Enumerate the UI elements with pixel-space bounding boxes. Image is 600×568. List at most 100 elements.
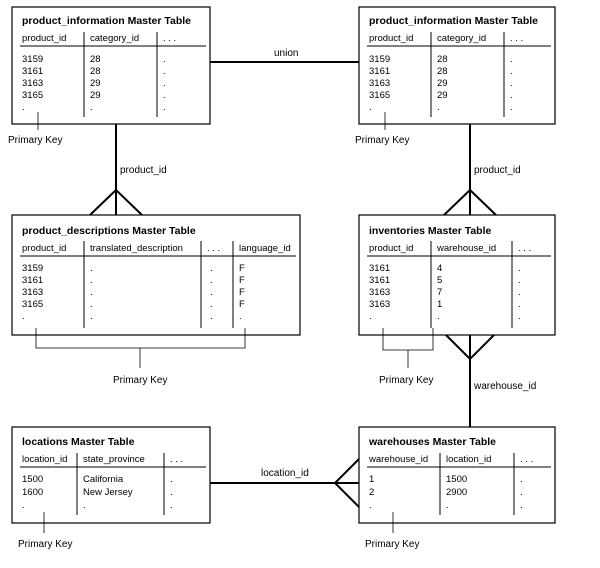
table-cell: . [518,275,521,286]
table-cell: 3163 [369,78,390,89]
relation-warehouse-id: warehouse_id [445,334,536,427]
table-cell: 3159 [22,54,43,65]
table-title: inventories Master Table [369,225,492,237]
primary-key-callout-wh: Primary Key [365,512,419,550]
column-header: product_id [22,243,66,254]
primary-key-label: Primary Key [18,539,72,550]
table-cell: 3161 [369,263,390,274]
table-cell: . [170,474,173,485]
table-cell: . [170,500,173,511]
table-cell: . [170,487,173,498]
column-header: . . . [510,33,523,44]
column-header: category_id [437,33,486,44]
primary-key-label: Primary Key [8,135,62,146]
column-header: category_id [90,33,139,44]
table-cell: . [510,78,513,89]
table-title: product_descriptions Master Table [22,225,196,237]
table-cell: 2 [369,487,374,498]
column-header: product_id [22,33,66,44]
table-title: product_information Master Table [369,15,538,27]
table-cell: . [518,287,521,298]
table-cell: . [163,90,166,101]
table-cell: . [369,311,372,322]
table-product-descriptions: product_descriptions Master Table produc… [11,214,301,336]
table-cell: . [437,311,440,322]
primary-key-label: Primary Key [365,539,419,550]
table-cell: 28 [437,54,448,65]
relation-label: union [274,48,298,59]
table-cell: . [210,275,213,286]
table-cell: . [90,275,93,286]
table-cell: . [163,102,166,113]
table-cell: 1500 [22,474,43,485]
table-cell: . [163,54,166,65]
table-cell: 3161 [22,66,43,77]
table-cell: . [22,102,25,113]
column-header: product_id [369,33,413,44]
table-product-information-left: product_information Master Table product… [11,6,211,125]
table-cell: 4 [437,263,442,274]
relation-label: product_id [474,165,521,176]
table-cell: . [90,299,93,310]
table-cell: . [510,54,513,65]
relation-product-id-inventories: product_id [443,124,521,216]
table-cell: . [239,311,242,322]
table-cell: 3165 [22,90,43,101]
table-cell: 3159 [22,263,43,274]
table-cell: 28 [90,54,101,65]
primary-key-label: Primary Key [379,375,433,386]
column-header: product_id [369,243,413,254]
table-cell: 29 [90,78,101,89]
table-cell: 29 [437,78,448,89]
table-cell: 3163 [22,78,43,89]
relation-label: location_id [261,468,309,479]
table-cell: . [510,66,513,77]
primary-key-callout-loc: Primary Key [18,512,72,550]
table-cell: . [510,90,513,101]
table-cell: F [239,287,245,298]
table-cell: 3161 [369,66,390,77]
table-cell: . [210,263,213,274]
table-cell: . [369,102,372,113]
table-cell: . [518,311,521,322]
table-cell: 3161 [22,275,43,286]
table-cell: 28 [437,66,448,77]
table-cell: 3161 [369,275,390,286]
table-cell: . [163,66,166,77]
table-cell: 1600 [22,487,43,498]
table-cell: . [163,78,166,89]
relation-label: warehouse_id [473,381,536,392]
table-cell: 28 [90,66,101,77]
table-cell: . [510,102,513,113]
table-cell: . [90,311,93,322]
table-cell: 29 [437,90,448,101]
table-cell: . [22,500,25,511]
table-cell: . [210,311,213,322]
table-cell: . [210,287,213,298]
table-cell: . [90,287,93,298]
column-header: language_id [239,243,291,254]
table-cell: . [437,102,440,113]
table-cell: . [22,311,25,322]
primary-key-callout-pi-left: Primary Key [8,112,62,146]
column-header: state_province [83,454,145,465]
table-cell: . [90,263,93,274]
relation-location-id: location_id [210,458,360,508]
table-cell: . [518,299,521,310]
table-title: warehouses Master Table [368,436,496,448]
primary-key-callout-pi-right: Primary Key [355,112,409,146]
table-cell: 3165 [369,90,390,101]
column-header: warehouse_id [368,454,428,465]
table-inventories: inventories Master Table product_id ware… [358,214,556,336]
table-cell: . [520,500,523,511]
primary-key-label: Primary Key [355,135,409,146]
column-header: warehouse_id [436,243,496,254]
table-cell: 3163 [22,287,43,298]
table-cell: . [520,487,523,498]
table-cell: 3163 [369,287,390,298]
table-cell: California [83,474,124,485]
table-cell: 1 [369,474,374,485]
table-cell: 1 [437,299,442,310]
table-cell: . [518,263,521,274]
